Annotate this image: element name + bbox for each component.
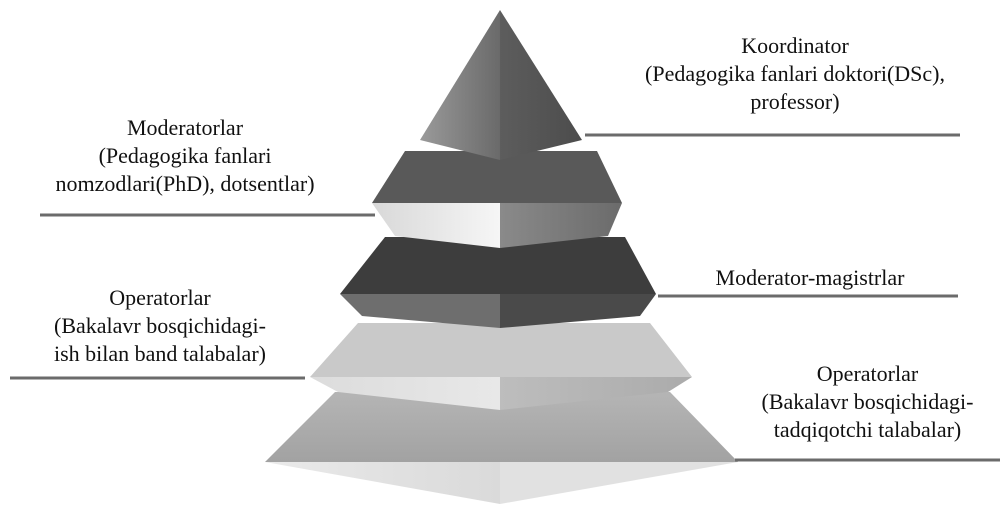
pyramid-tier-3 [340, 237, 656, 328]
tier-3-top-face [340, 237, 656, 294]
pyramid-tier-5 [265, 392, 738, 504]
tier-3-front-right-face [500, 294, 656, 328]
label-operatorlar-left-line-2: (Bakalavr bosqichidagi- [54, 313, 266, 338]
tier-2-top-face [372, 151, 622, 203]
label-moderator-magistrlar: Moderator-magistrlar [665, 264, 955, 292]
tier-2-front-right-face [500, 203, 622, 248]
label-koordinator-line-3: professor) [750, 89, 840, 114]
pyramid-tier-4 [310, 323, 692, 410]
tier-1-right-face [500, 10, 582, 160]
label-operatorlar-right-line-1: Operatorlar [816, 361, 919, 386]
tier-4-front-right-face [500, 377, 692, 410]
label-operatorlar-left-line-3: ish bilan band talabalar) [54, 341, 266, 366]
label-koordinator: Koordinator (Pedagogika fanlari doktori(… [585, 32, 1005, 116]
label-moderatorlar: Moderatorlar (Pedagogika fanlari nomzodl… [20, 114, 350, 198]
label-moderator-magistrlar-line-1: Moderator-magistrlar [715, 265, 905, 290]
label-moderatorlar-line-3: nomzodlari(PhD), dotsentlar) [55, 171, 315, 196]
tier-5-front-right-face [500, 462, 738, 504]
label-operatorlar-right: Operatorlar (Bakalavr bosqichidagi- tadq… [735, 360, 1000, 444]
pyramid-tier-1 [420, 10, 582, 160]
label-koordinator-line-2: (Pedagogika fanlari doktori(DSc), [645, 61, 945, 86]
tier-4-top-face [310, 323, 692, 377]
label-moderatorlar-line-2: (Pedagogika fanlari [98, 143, 272, 168]
label-operatorlar-right-line-2: (Bakalavr bosqichidagi- [761, 389, 974, 414]
leader-lines [10, 133, 1000, 462]
tier-1-left-face [420, 10, 500, 160]
label-operatorlar-left: Operatorlar (Bakalavr bosqichidagi- ish … [0, 284, 320, 368]
tier-2-front-left-face [372, 203, 500, 248]
tier-5-top-face [265, 392, 738, 462]
pyramid-tier-2 [372, 151, 622, 248]
tier-5-front-left-face [265, 462, 500, 504]
label-moderatorlar-line-1: Moderatorlar [126, 115, 244, 140]
label-koordinator-line-1: Koordinator [741, 33, 849, 58]
label-operatorlar-right-line-3: tadqiqotchi talabalar) [773, 417, 962, 442]
tier-4-front-left-face [310, 377, 500, 410]
tier-3-front-left-face [340, 294, 500, 328]
label-operatorlar-left-line-1: Operatorlar [109, 285, 211, 310]
